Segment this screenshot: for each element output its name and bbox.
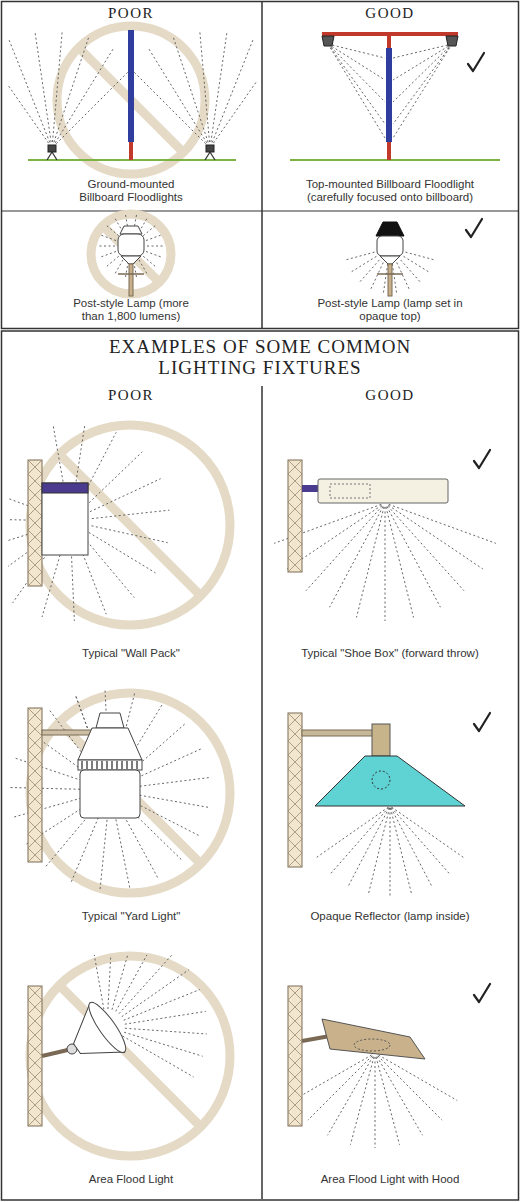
caption: Typical "Yard Light" (16, 910, 246, 923)
column-heading: POOR (76, 4, 186, 22)
caption: Top-mounted Billboard Floodlight (carefu… (290, 178, 490, 204)
column-heading: GOOD (335, 386, 445, 404)
caption: Opaque Reflector (lamp inside) (270, 910, 510, 923)
caption: Typical "Shoe Box" (forward throw) (270, 647, 510, 660)
caption: Typical "Wall Pack" (16, 647, 246, 660)
caption: Post-style Lamp (lamp set in opaque top) (315, 297, 465, 323)
column-heading: GOOD (335, 4, 445, 22)
caption: Post-style Lamp (more than 1,800 lumens) (61, 297, 201, 323)
caption: Ground-mounted Billboard Floodlights (69, 178, 194, 204)
column-heading: POOR (76, 386, 186, 404)
caption: Area Flood Light with Hood (270, 1173, 510, 1186)
section-title: EXAMPLES OF SOME COMMON LIGHTING FIXTURE… (90, 336, 430, 378)
caption: Area Flood Light (16, 1173, 246, 1186)
